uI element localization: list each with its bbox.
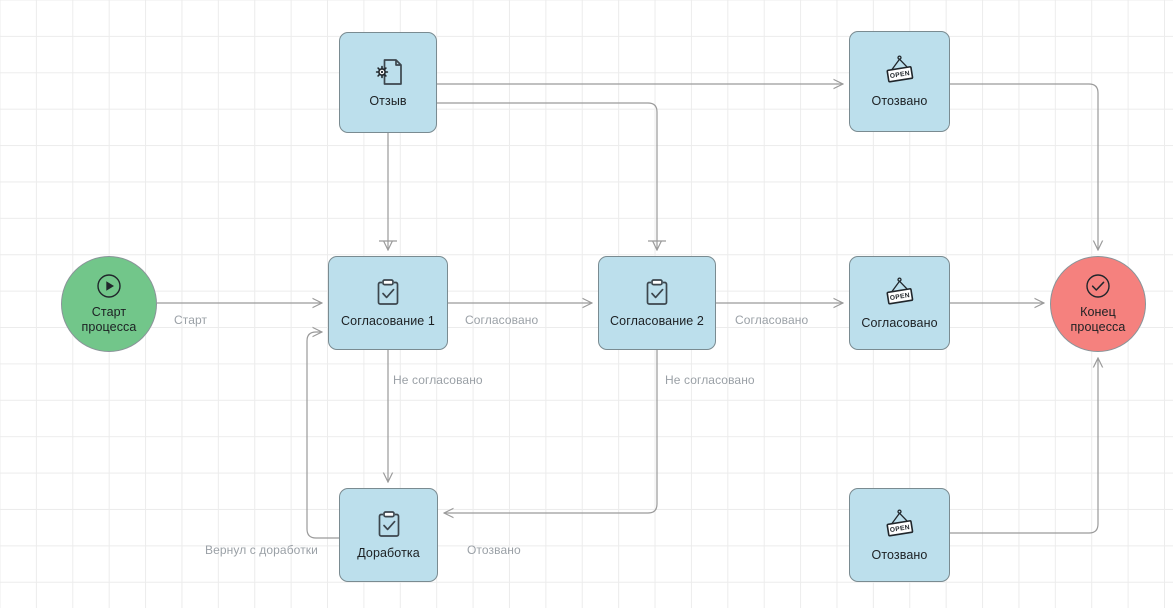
document-gear-icon xyxy=(371,56,405,88)
node-otozvano-top[interactable]: OPEN Отозвано xyxy=(849,31,950,132)
check-circle-icon xyxy=(1085,273,1111,299)
node-soglasovanie-1[interactable]: Согласование 1 xyxy=(328,256,448,350)
node-label: Отзыв xyxy=(369,94,407,108)
node-otozvano-bottom[interactable]: OPEN Отозвано xyxy=(849,488,950,582)
edge-soglas2-to-dorabotka xyxy=(444,350,658,513)
node-dorabotka[interactable]: Доработка xyxy=(339,488,438,582)
node-end-process[interactable]: Конец процесса xyxy=(1050,256,1146,352)
edge-otozvano-top-to-end xyxy=(950,83,1098,250)
node-label: Согласовано xyxy=(861,315,938,330)
svg-text:OPEN: OPEN xyxy=(889,292,910,302)
svg-text:OPEN: OPEN xyxy=(889,524,910,534)
node-start-process[interactable]: Старт процесса xyxy=(61,256,157,352)
node-label: Конец процесса xyxy=(1070,305,1126,334)
edge-label-otozvano: Отозвано xyxy=(467,543,521,557)
node-label: Согласование 2 xyxy=(610,313,704,328)
node-label: Доработка xyxy=(357,545,420,560)
open-sign-icon: OPEN xyxy=(880,508,920,542)
edge-label-soglasovano-1: Согласовано xyxy=(465,313,539,327)
play-circle-icon xyxy=(96,273,122,299)
edge-otozvano-bot-to-end xyxy=(950,358,1098,534)
edge-otzyv-to-soglas2 xyxy=(437,102,657,250)
node-label: Старт процесса xyxy=(81,305,137,334)
open-sign-icon: OPEN xyxy=(880,54,920,88)
edge-label-ne-soglasovano-2: Не согласовано xyxy=(665,373,755,387)
node-soglasovano[interactable]: OPEN Согласовано xyxy=(849,256,950,350)
open-sign-icon: OPEN xyxy=(880,276,920,310)
node-soglasovanie-2[interactable]: Согласование 2 xyxy=(598,256,716,350)
edge-label-vernul-s-dorabotki: Вернул с доработки xyxy=(205,543,318,557)
node-label: Согласование 1 xyxy=(341,313,435,328)
edge-label-ne-soglasovano-1: Не согласовано xyxy=(393,373,483,387)
clipboard-check-icon xyxy=(644,278,670,308)
svg-text:OPEN: OPEN xyxy=(889,70,910,80)
clipboard-check-icon xyxy=(376,510,402,540)
node-otzyv[interactable]: Отзыв xyxy=(339,32,437,133)
clipboard-check-icon xyxy=(375,278,401,308)
edge-label-start: Старт xyxy=(174,313,208,327)
node-label: Отозвано xyxy=(871,94,928,108)
edge-label-soglasovano-2: Согласовано xyxy=(735,313,809,327)
node-label: Отозвано xyxy=(871,547,928,562)
edge-dorabotka-to-soglas1 xyxy=(306,332,339,539)
